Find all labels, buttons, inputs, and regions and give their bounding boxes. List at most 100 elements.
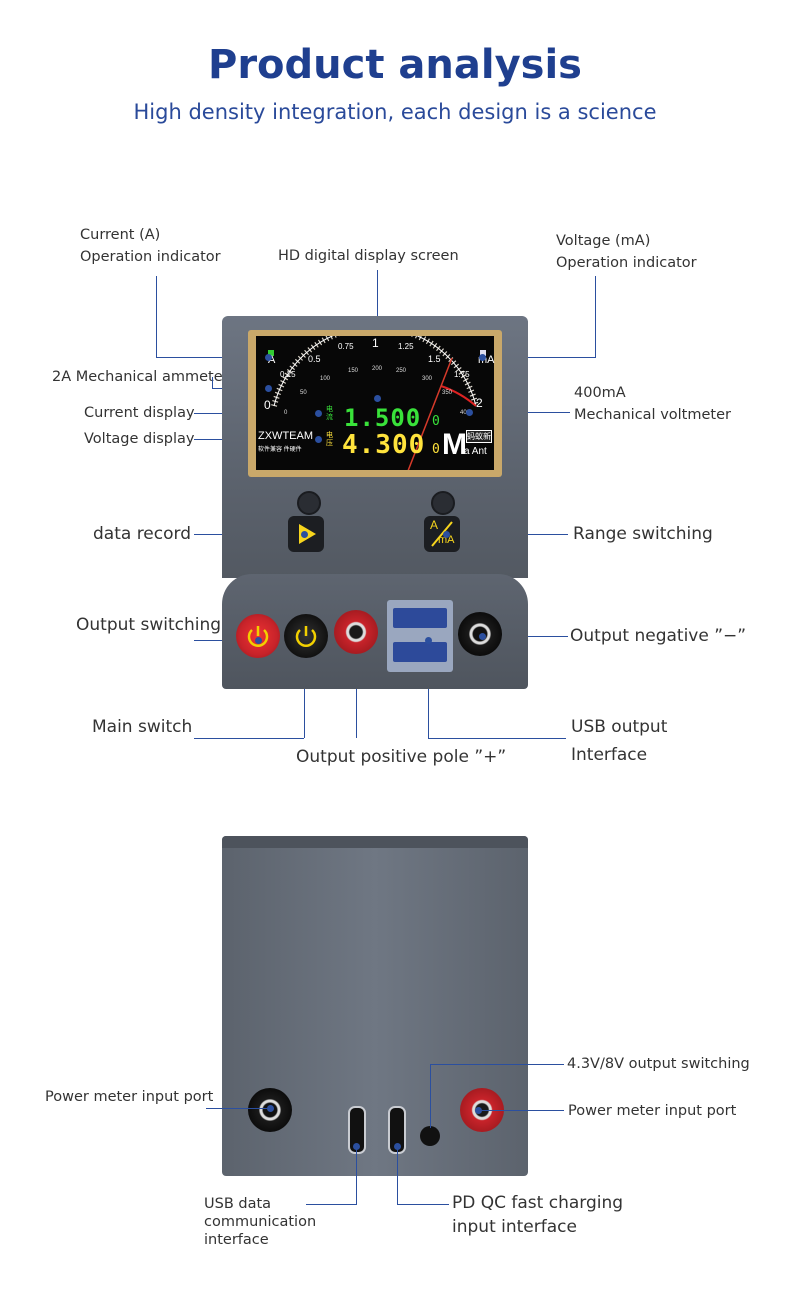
leader-dot [315,436,322,443]
leader-dot [315,410,322,417]
tick-bottom-50: 50 [300,390,307,396]
label-line: Current (A) [80,227,161,243]
usb-output-ports[interactable] [387,600,453,672]
tick-bottom-400: 400 [460,410,471,416]
label-line: Interface [571,745,648,765]
voltage-switch-button[interactable] [420,1126,440,1146]
label-output-positive: Output positive pole ”+” [296,747,507,767]
output-switch-button[interactable] [236,614,280,658]
label-voltmeter: 400mA Mechanical voltmeter [574,382,731,426]
leader-line [430,1064,431,1128]
usb-port-2[interactable] [393,642,447,662]
current-readout: 1.500 [344,404,422,432]
tick-top-175: 1.75 [454,370,470,379]
label-hd-screen: HD digital display screen [278,248,459,264]
range-switch-button[interactable]: A mA [424,516,460,552]
cn-slogan: 软件兼容 件硬件 [258,447,302,453]
voltage-readout: 4.300 [342,430,426,460]
main-switch-button[interactable] [284,614,328,658]
label-usb-data: USB data communication interface [204,1195,316,1249]
cn-char: 流 [326,414,333,421]
label-line: Operation indicator [556,255,697,271]
leader-dot [475,1107,482,1114]
label-usb-output: USB output Interface [571,713,667,769]
leader-line [397,1146,398,1204]
label-power-meter-left: Power meter input port [45,1089,214,1105]
leader-line [428,640,429,738]
leader-dot [374,395,381,402]
label-line: input interface [452,1217,577,1237]
tick-bottom-0: 0 [284,410,288,416]
tick-bottom-350: 350 [442,390,453,396]
leader-line [356,1146,357,1204]
range-a-label: A [430,518,439,532]
leader-dot [425,637,432,644]
leader-dot [265,354,272,361]
label-line: USB output [571,717,668,737]
tick-bottom-100: 100 [320,376,331,382]
trim-knob-left[interactable] [297,491,321,515]
label-current-indicator: Current (A) Operation indicator [80,224,221,268]
cn-char: 压 [326,440,333,447]
label-current-display: Current display [84,405,195,421]
label-output-switching: Output switching [76,615,222,635]
leader-dot [394,1143,401,1150]
leader-line [206,1108,270,1109]
cn-current-label: 电 流 [326,406,333,422]
leader-dot [479,633,486,640]
scale-unit-a: A [268,354,276,366]
label-line: PD QC fast charging [452,1193,624,1213]
leader-dot [466,409,473,416]
leader-line [482,357,596,358]
label-main-switch: Main switch [92,717,193,737]
label-output-negative: Output negative ”−” [570,626,747,646]
label-switching: 4.3V/8V output switching [567,1056,750,1072]
tick-top-125: 1.25 [398,342,414,351]
leader-line [194,738,304,739]
tick-bottom-200: 200 [372,366,383,372]
leader-line [430,1064,564,1065]
output-positive-jack[interactable] [334,610,378,654]
leader-line [212,377,213,389]
usb-port-1[interactable] [393,608,447,628]
cn-char: 电 [326,432,333,439]
leader-line [156,276,157,357]
leader-line [397,1204,449,1205]
label-pd-qc: PD QC fast charging input interface [452,1191,623,1239]
label-ammeter: 2A Mechanical ammeter [52,369,229,385]
label-voltage-indicator: Voltage (mA) Operation indicator [556,230,697,274]
tick-top-1: 1 [372,336,379,350]
cn-char: 电 [326,406,333,413]
voltage-unit: 0 [432,442,440,457]
device-back [222,836,528,1176]
leader-dot [353,1143,360,1150]
tick-bottom-150: 150 [348,368,359,374]
page-title: Product analysis [208,42,582,88]
tick-bottom-300: 300 [422,376,433,382]
brand-label: ZXWTEAM [258,430,313,442]
tick-top-2: 2 [476,396,483,410]
usb-c-data-port[interactable] [348,1106,366,1154]
tick-top-0: 0 [264,398,271,412]
label-voltage-display: Voltage display [84,431,195,447]
label-line: USB data [204,1196,272,1212]
label-line: interface [204,1232,269,1248]
tick-bottom-250: 250 [396,368,407,374]
leader-dot [267,1105,274,1112]
leader-line [428,738,566,739]
device-front: A mA 0 0.25 0.5 0.75 1 1.25 1.5 1.75 2 0… [222,316,528,689]
leader-line [306,1204,357,1205]
page-subtitle: High density integration, each design is… [133,100,657,124]
leader-dot [301,531,308,538]
ma-ant-label: a Ant [464,446,487,457]
label-line: 400mA [574,385,626,401]
leader-line [156,357,269,358]
display-bezel: A mA 0 0.25 0.5 0.75 1 1.25 1.5 1.75 2 0… [248,323,502,477]
label-line: Mechanical voltmeter [574,407,731,423]
power-icon [247,626,269,647]
label-power-meter-right: Power meter input port [568,1103,737,1119]
cn-voltage-label: 电 压 [326,432,333,448]
label-line: communication [204,1214,317,1230]
tick-top-075: 0.75 [338,342,354,351]
trim-knob-right[interactable] [431,491,455,515]
